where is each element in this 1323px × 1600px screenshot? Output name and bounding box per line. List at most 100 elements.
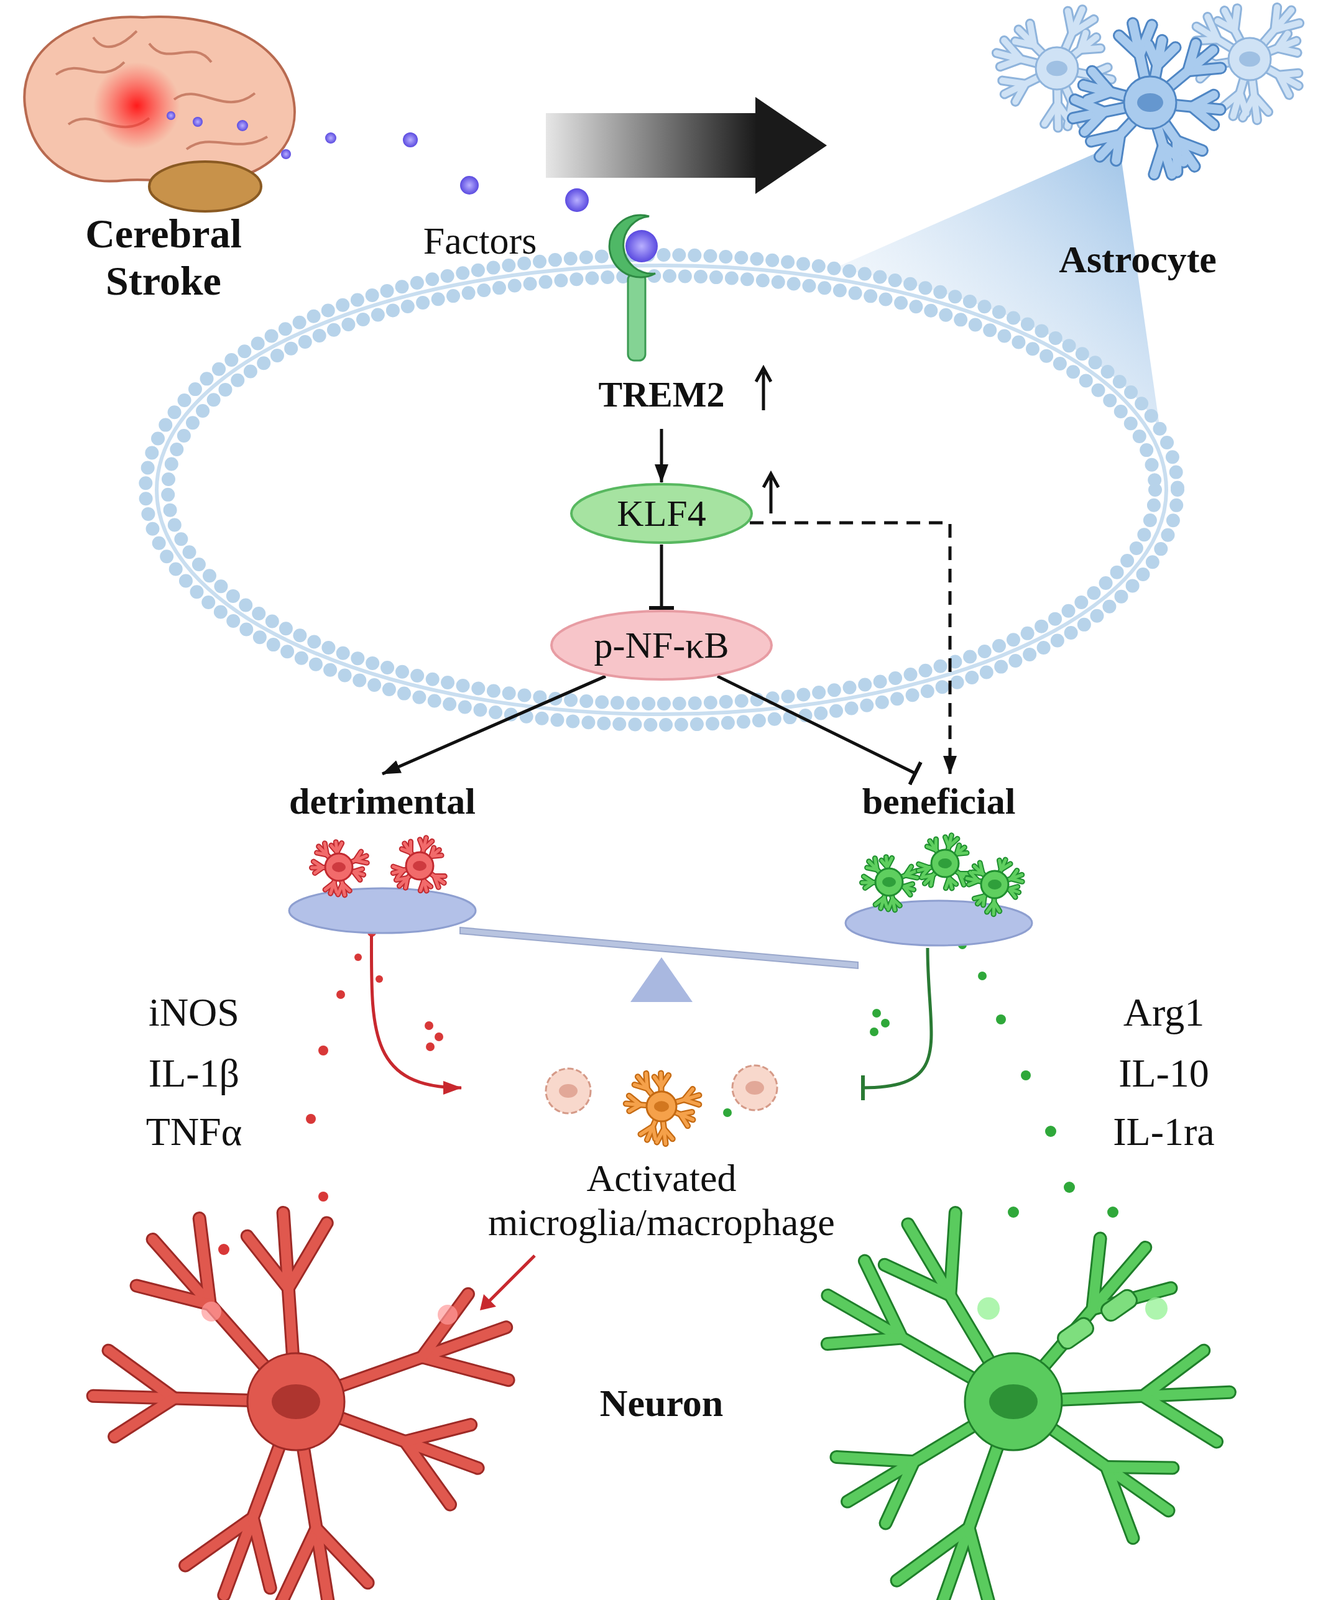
cell-process — [1000, 59, 1021, 67]
cell-process — [314, 867, 323, 874]
ellipse-shape — [571, 484, 752, 543]
text-label: IL-10 — [1118, 1050, 1210, 1097]
cell-process — [994, 902, 1000, 912]
cell-process — [968, 1528, 989, 1600]
cell-process — [136, 1285, 211, 1305]
cell-process — [884, 897, 887, 908]
cell-process — [279, 1528, 317, 1600]
cell-process — [424, 880, 431, 887]
cell-process — [1015, 83, 1026, 102]
factor-dot — [325, 132, 337, 144]
cytokine-dot — [723, 1108, 732, 1118]
receptor-node: TREM2 — [574, 211, 749, 429]
factor-dot — [460, 175, 479, 195]
cell-process — [1000, 59, 1021, 67]
text-label: Arg1 — [1123, 989, 1205, 1036]
cell-node: Activated microglia/macrophage — [461, 1032, 862, 1256]
cell-process — [1115, 134, 1120, 161]
cytokine-dot — [995, 1014, 1006, 1025]
cell-process — [405, 877, 408, 888]
cell-nucleus — [1239, 51, 1261, 67]
cell-process — [634, 1084, 648, 1089]
cell-process — [657, 1129, 664, 1143]
cell-process — [199, 1218, 211, 1305]
cytokine-dot — [1045, 1125, 1057, 1138]
cell-process — [316, 1528, 369, 1583]
macrophage-nucleus — [558, 1084, 578, 1098]
connector — [861, 948, 932, 1088]
cell-process — [999, 860, 1001, 870]
cytokine-dot — [305, 1114, 316, 1125]
cell-process — [926, 846, 936, 851]
cell-process — [1087, 92, 1111, 101]
cell-process — [338, 884, 343, 895]
cell-process — [881, 860, 888, 868]
process-arrow-head — [755, 96, 827, 194]
cell-process — [419, 839, 424, 850]
cell-process — [948, 838, 958, 847]
cell-process — [1278, 73, 1299, 76]
cell-process — [1068, 11, 1073, 33]
cell-process — [1163, 145, 1184, 162]
cell-body — [1228, 37, 1271, 81]
cell-membrane — [145, 254, 1178, 725]
increase-arrow — [763, 473, 779, 514]
cell-process — [114, 1398, 175, 1437]
cell-process — [836, 1457, 914, 1462]
cell-process — [333, 882, 337, 893]
cytokine-dot — [1007, 1206, 1019, 1218]
cell-process — [253, 1518, 271, 1589]
cell-process — [1015, 41, 1034, 46]
cell-process — [640, 1126, 653, 1135]
cell-process — [652, 1126, 656, 1139]
cell-nucleus — [1137, 93, 1164, 112]
cell-process — [1143, 1396, 1217, 1443]
cell-process — [867, 867, 878, 870]
cell-process — [288, 1223, 328, 1289]
cell-figure — [861, 857, 918, 911]
lesion-spot — [93, 62, 181, 150]
receptor-stem — [627, 273, 646, 361]
cell-figure — [392, 838, 445, 891]
cell-process — [1115, 134, 1120, 161]
cytokine-dot — [354, 953, 362, 962]
cell-process — [930, 875, 933, 886]
cytokine-dot — [318, 1191, 329, 1202]
cell-process — [836, 1457, 914, 1462]
cytokine-dot — [1107, 1206, 1119, 1218]
factor-dot — [236, 119, 249, 132]
cell-process — [1277, 33, 1288, 48]
cell-process — [317, 852, 328, 855]
factor-dot — [166, 111, 176, 120]
cell-membrane — [156, 265, 1167, 715]
cell-group: beneficial — [826, 774, 1051, 949]
macrophage — [545, 1068, 591, 1114]
cell-process — [185, 1518, 253, 1567]
cytokine-dot — [1063, 1181, 1075, 1194]
connector — [660, 544, 664, 610]
cell-process — [888, 898, 893, 910]
connector — [660, 428, 664, 483]
cell-body — [981, 871, 1009, 899]
balance-plate — [845, 900, 1033, 946]
cell-process — [431, 848, 434, 857]
cell-process — [434, 874, 446, 878]
cell-body — [1035, 47, 1079, 90]
process-arrow — [545, 113, 758, 178]
cell-process — [353, 869, 363, 872]
cell-process — [422, 1294, 469, 1358]
myelin-sheath — [1055, 1315, 1097, 1353]
cell-nucleus — [882, 877, 896, 888]
cell-body — [247, 1353, 345, 1451]
seesaw-fulcrum — [630, 957, 693, 1003]
cell-process — [422, 1357, 509, 1381]
cell-process — [331, 845, 337, 853]
cell-process — [972, 872, 983, 874]
cell-process — [1239, 93, 1246, 114]
glow — [437, 1304, 458, 1325]
cell-nucleus — [989, 1384, 1038, 1420]
cell-process — [397, 870, 404, 878]
cell-figure — [966, 859, 1023, 915]
damage-arrow — [486, 1255, 535, 1305]
cell-process — [1044, 103, 1058, 124]
